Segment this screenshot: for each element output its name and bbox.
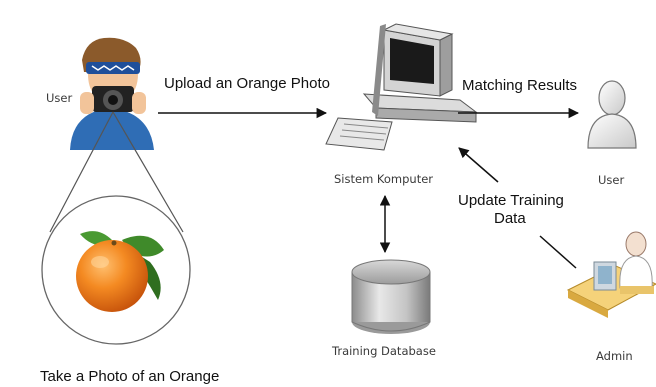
update-arrow xyxy=(458,147,577,269)
user-photographer-label: User xyxy=(46,91,72,105)
computer-label: Sistem Komputer xyxy=(334,172,433,186)
update-label-line2: Data xyxy=(494,210,526,227)
database-label: Training Database xyxy=(331,344,436,358)
admin-icon xyxy=(566,231,656,318)
computer-icon xyxy=(325,23,478,151)
photographer-user-icon xyxy=(70,37,154,150)
orange-icon xyxy=(76,231,164,312)
result-user-label: User xyxy=(598,173,624,187)
result-user-icon xyxy=(587,80,637,149)
orange-caption: Take a Photo of an Orange xyxy=(40,368,219,385)
database-icon xyxy=(351,259,431,334)
upload-label: Upload an Orange Photo xyxy=(164,75,330,92)
matching-label: Matching Results xyxy=(462,77,577,94)
update-label-line1: Update Training xyxy=(458,192,564,209)
admin-label: Admin xyxy=(596,349,633,363)
